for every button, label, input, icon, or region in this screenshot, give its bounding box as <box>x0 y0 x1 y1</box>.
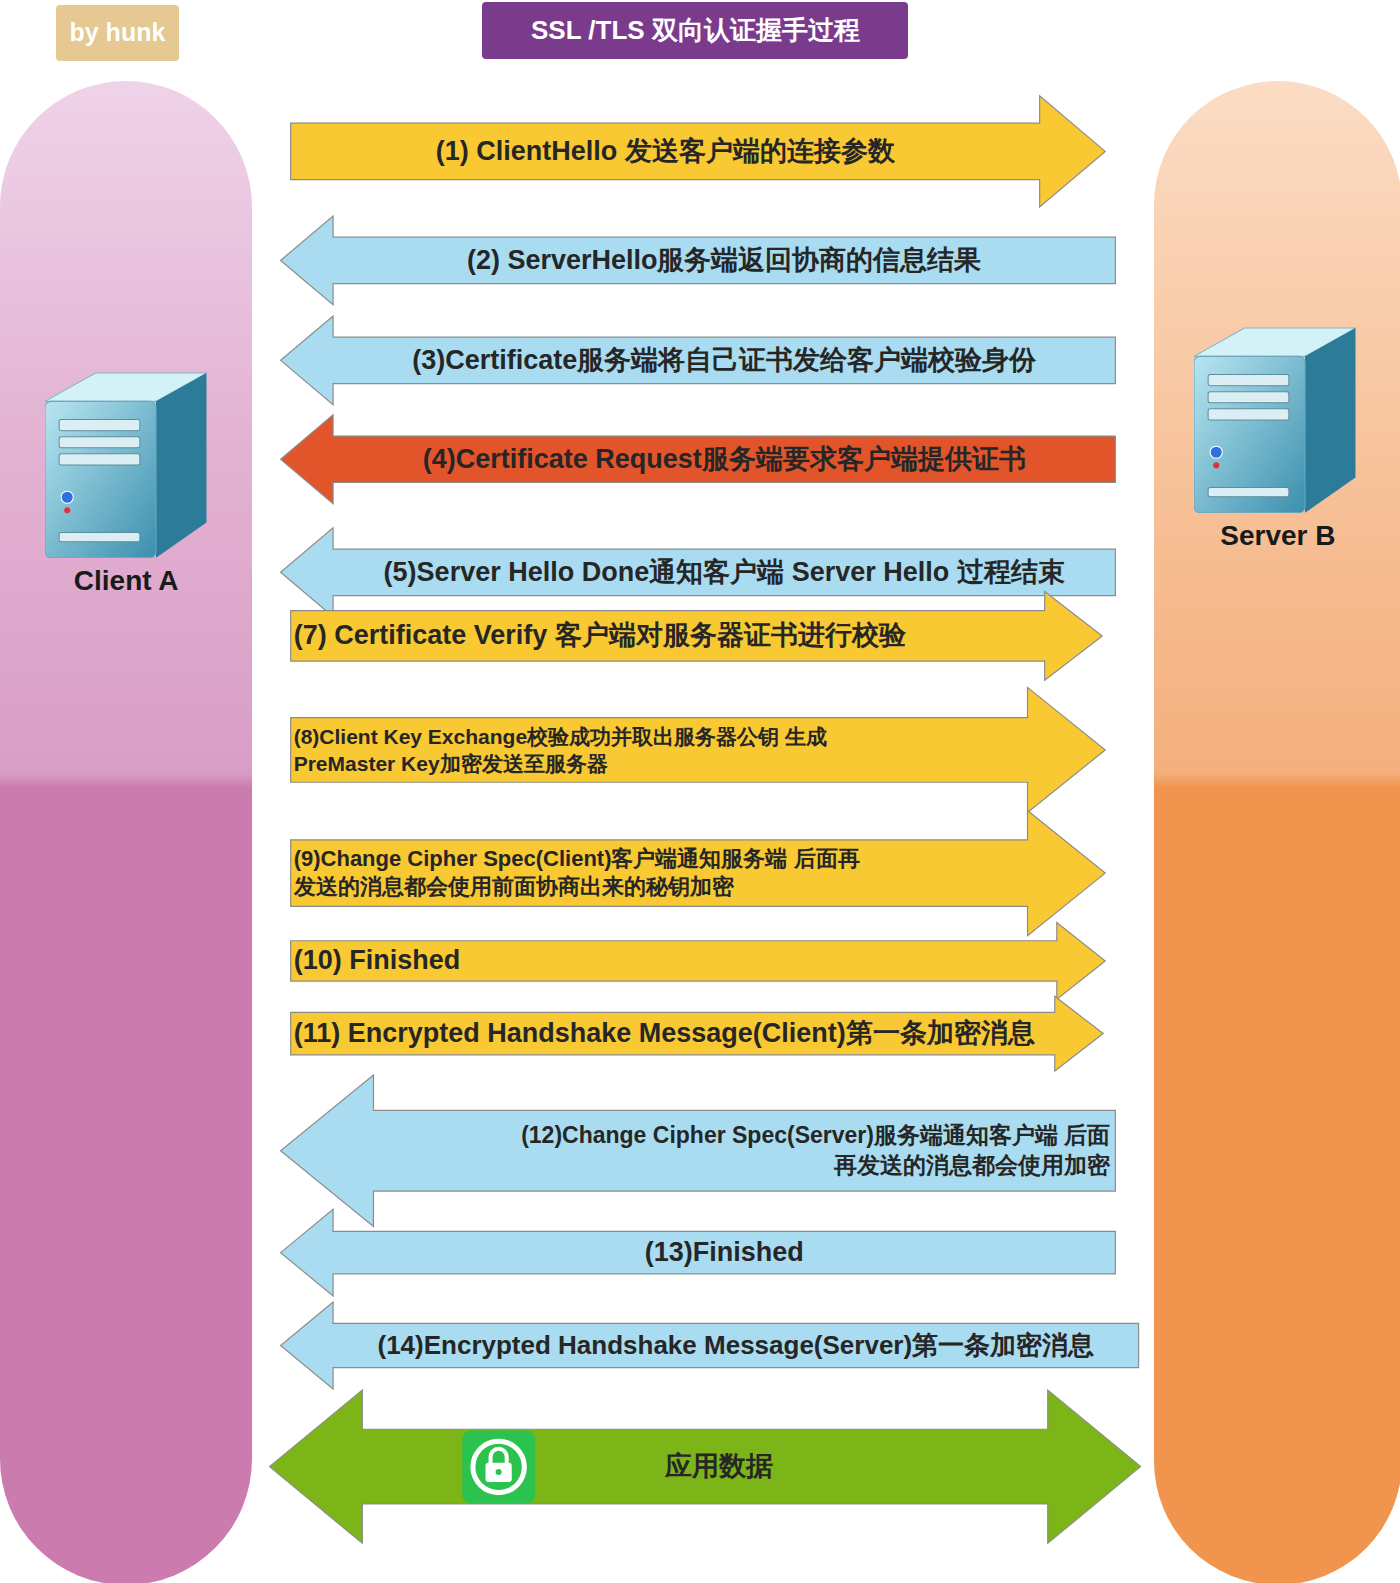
lock-body <box>486 1463 512 1482</box>
arrow-label: (2) ServerHello服务端返回协商的信息结果 <box>337 243 1111 278</box>
arrow-label: (12)Change Cipher Spec(Server)服务端通知客户端 后… <box>505 1121 1111 1181</box>
block-arrow <box>281 528 1116 617</box>
block-arrow <box>291 923 1106 1000</box>
title-box: SSL /TLS 双向认证握手过程 <box>482 2 908 59</box>
block-arrow <box>291 96 1106 207</box>
server-icon <box>45 361 206 558</box>
server-illustration <box>1194 316 1355 513</box>
host-name: Server B <box>1154 520 1400 552</box>
block-arrow <box>281 216 1116 305</box>
arrow-label: (9)Change Cipher Spec(Client)客户端通知服务端 后面… <box>294 845 874 902</box>
lock-hole <box>496 1469 502 1475</box>
arrow-label: (7) Certificate Verify 客户端对服务器证书进行校验 <box>294 618 1042 653</box>
block-arrow <box>281 316 1116 405</box>
title-text: SSL /TLS 双向认证握手过程 <box>531 13 860 48</box>
host-band: Client A <box>0 81 252 1583</box>
arrow-label: (3)Certificate服务端将自己证书发给客户端校验身份 <box>337 343 1111 378</box>
lock-shackle <box>491 1449 507 1464</box>
server-icon <box>1194 316 1355 513</box>
arrow-label: 应用数据 <box>545 1449 1044 1484</box>
block-arrow <box>281 1302 1139 1389</box>
host-band: Server B <box>1154 81 1400 1583</box>
lock-bg <box>462 1431 535 1504</box>
arrow-label: (14)Encrypted Handshake Message(Server)第… <box>337 1329 1134 1363</box>
watermark-text: by hunk <box>70 18 166 47</box>
block-arrow <box>291 591 1103 680</box>
arrow-label: (10) Finished <box>294 943 1054 978</box>
arrow-label: (8)Client Key Exchange校验成功并取出服务器公钥 生成Pre… <box>294 723 839 778</box>
block-arrow <box>291 687 1106 812</box>
server-illustration <box>45 361 206 558</box>
arrow-label: (4)Certificate Request服务端要求客户端提供证书 <box>337 442 1111 477</box>
watermark-box: by hunk <box>56 5 180 61</box>
arrow-label: (1) ClientHello 发送客户端的连接参数 <box>295 134 1036 169</box>
block-arrow <box>281 1209 1116 1296</box>
block-arrow <box>291 811 1106 936</box>
arrow-label: (11) Encrypted Handshake Message(Client)… <box>294 1016 1052 1051</box>
block-arrow <box>291 996 1104 1071</box>
arrow-label: (13)Finished <box>337 1235 1111 1270</box>
arrow-label: (5)Server Hello Done通知客户端 Server Hello 过… <box>337 555 1111 590</box>
block-arrow <box>281 1075 1116 1226</box>
lock-inner <box>475 1444 521 1490</box>
lock-ring <box>470 1439 527 1496</box>
host-name: Client A <box>0 565 252 597</box>
double-block-arrow <box>269 1390 1140 1543</box>
block-arrow <box>281 415 1116 504</box>
